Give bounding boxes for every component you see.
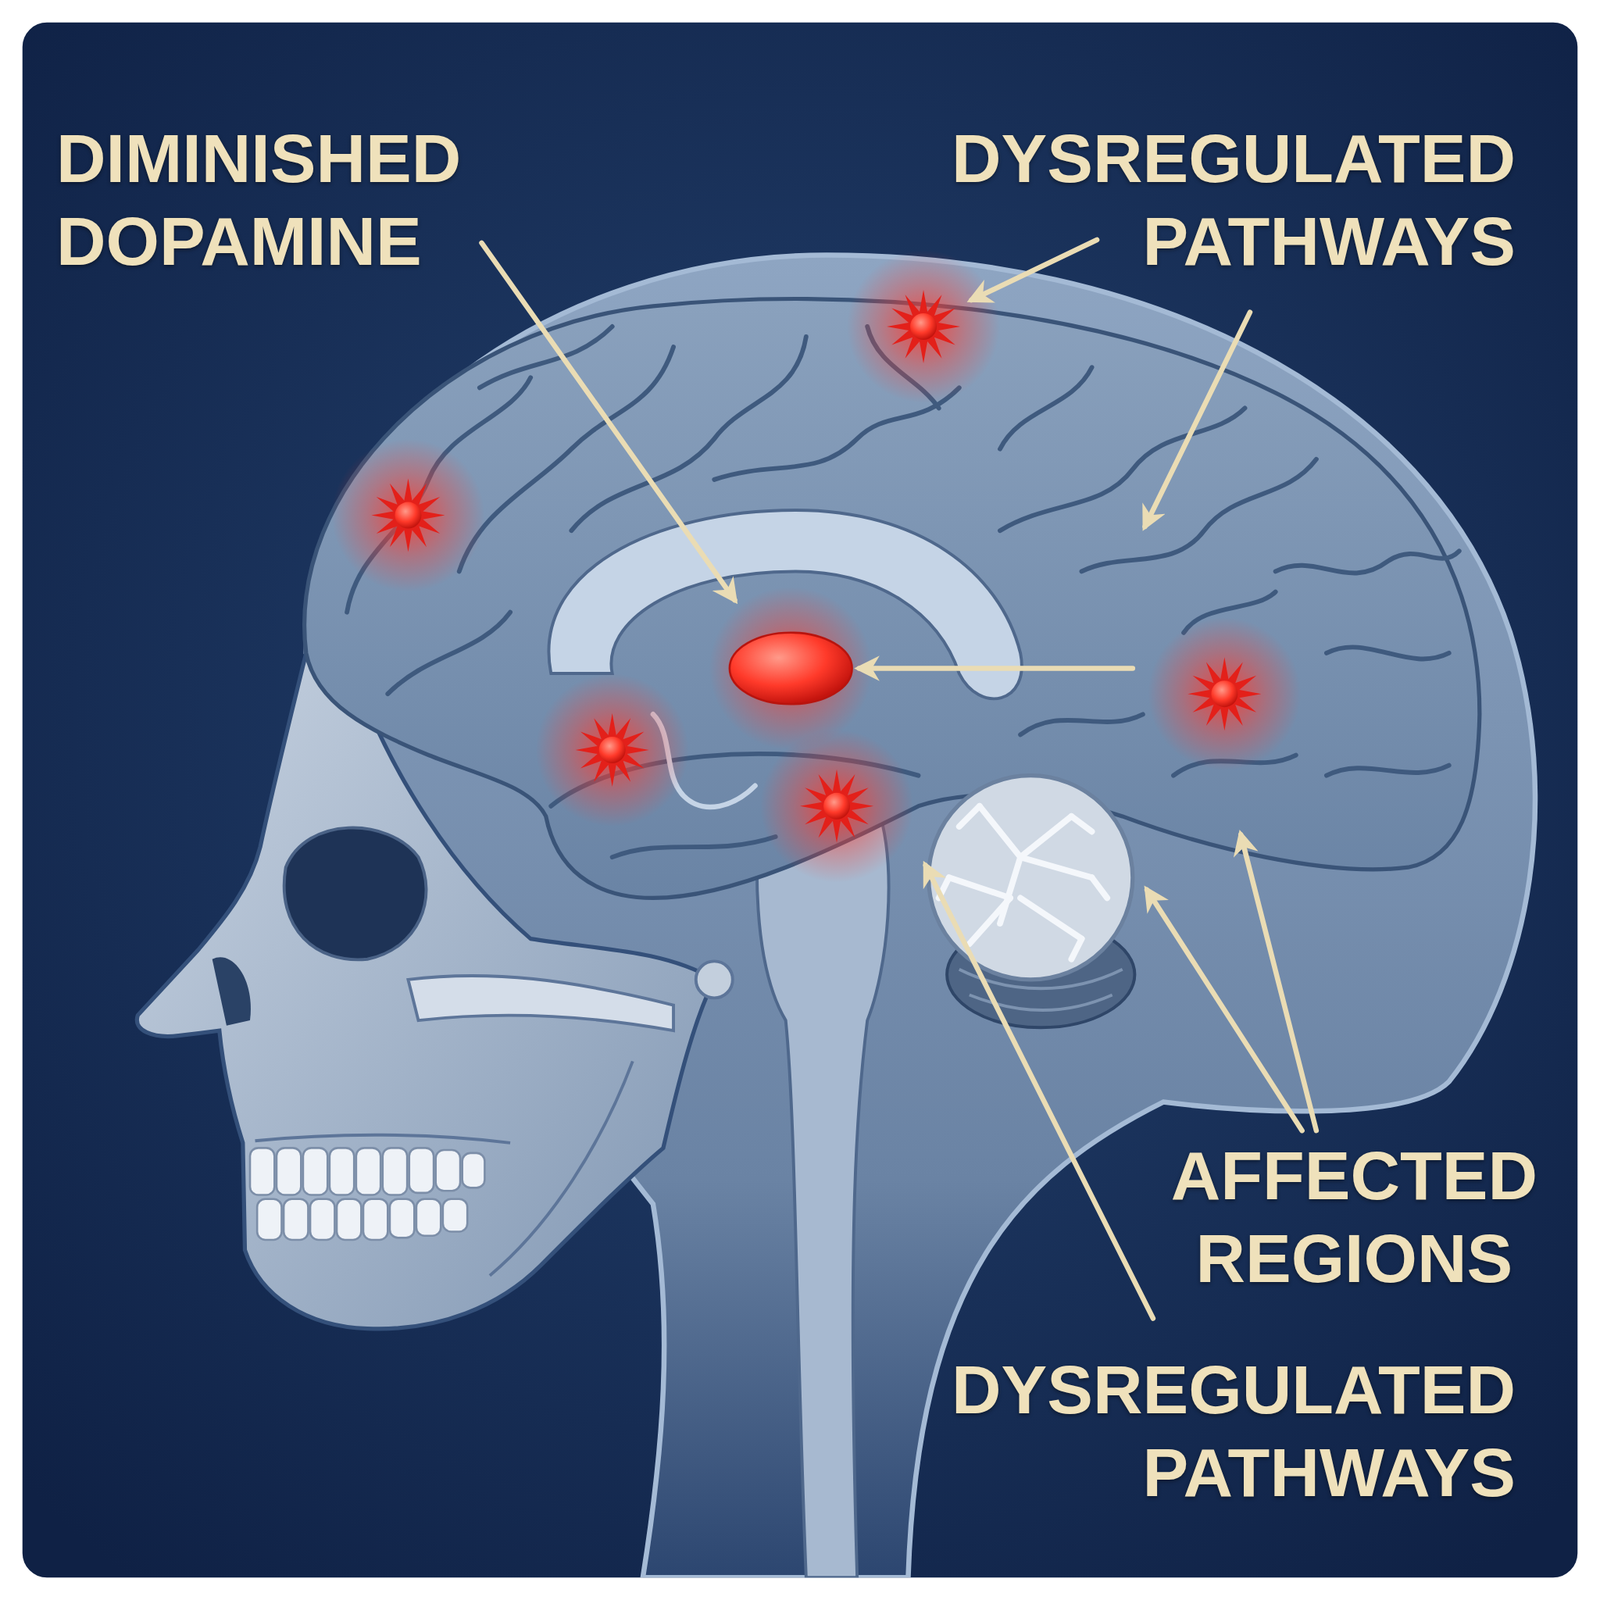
skull bbox=[462, 1153, 486, 1188]
skull bbox=[409, 1147, 434, 1193]
skull bbox=[303, 1147, 328, 1195]
brain-gyri bbox=[1326, 765, 1450, 776]
background-panel bbox=[22, 22, 1579, 1579]
brain-gyri bbox=[571, 336, 806, 531]
brain-gyri bbox=[1275, 550, 1460, 573]
leader-arrow bbox=[1240, 834, 1317, 1131]
brain-gyri bbox=[1020, 714, 1143, 735]
skull bbox=[416, 1199, 441, 1236]
leader-arrow bbox=[859, 665, 1133, 672]
skull bbox=[356, 1147, 381, 1195]
skull bbox=[283, 1199, 308, 1240]
brain-gyri bbox=[1000, 407, 1245, 531]
skull bbox=[363, 1199, 388, 1240]
cerebellum bbox=[939, 806, 1108, 960]
skull bbox=[442, 1199, 468, 1233]
leader-arrow bbox=[971, 239, 1097, 300]
leader-arrow bbox=[1144, 312, 1250, 527]
skull bbox=[329, 1147, 354, 1195]
cerebellum bbox=[939, 806, 1108, 960]
skull bbox=[407, 975, 674, 1031]
brain-gyri bbox=[612, 836, 776, 858]
dopamine-region bbox=[729, 632, 853, 704]
brain-gyri bbox=[1081, 459, 1316, 572]
skull bbox=[250, 1147, 485, 1240]
cerebellum bbox=[928, 775, 1133, 980]
cerebellum bbox=[1020, 897, 1082, 939]
brain-gyri bbox=[1000, 367, 1093, 449]
callout-label: AFFECTED REGIONS bbox=[1171, 1134, 1538, 1300]
affected-spot bbox=[846, 250, 1000, 404]
skull bbox=[257, 1199, 282, 1240]
skull bbox=[382, 1147, 408, 1195]
affected-spot bbox=[331, 250, 1301, 883]
skull bbox=[435, 1150, 461, 1191]
leader-arrow bbox=[925, 865, 1154, 1319]
cerebellum bbox=[1020, 816, 1072, 858]
affected-spot bbox=[535, 673, 690, 827]
leader-arrow bbox=[1146, 889, 1303, 1131]
head-illustration bbox=[136, 250, 1536, 1578]
callout-label: DYSREGULATED PATHWAYS bbox=[951, 117, 1516, 283]
callout-label: DIMINISHED DOPAMINE bbox=[56, 117, 461, 283]
skull bbox=[276, 1147, 301, 1195]
brain-gyri bbox=[387, 612, 511, 694]
cerebellum bbox=[1020, 857, 1092, 878]
cerebellum bbox=[969, 897, 1011, 944]
brain-gyri bbox=[1326, 646, 1450, 659]
leader-arrow bbox=[481, 242, 735, 600]
red-glow bbox=[709, 586, 873, 750]
cerebellum bbox=[928, 775, 1136, 1029]
callout-label: DYSREGULATED PATHWAYS bbox=[951, 1348, 1516, 1514]
skull bbox=[336, 1199, 361, 1240]
affected-spot bbox=[1147, 617, 1301, 771]
affected-spot bbox=[331, 439, 485, 593]
skull bbox=[696, 960, 733, 998]
skull bbox=[284, 827, 427, 960]
skull bbox=[389, 1199, 415, 1239]
skull bbox=[310, 1199, 335, 1240]
affected-spot bbox=[760, 729, 914, 883]
skull bbox=[212, 957, 251, 1025]
skull bbox=[250, 1147, 275, 1195]
skull bbox=[255, 1060, 633, 1275]
cerebellum bbox=[949, 877, 1011, 898]
